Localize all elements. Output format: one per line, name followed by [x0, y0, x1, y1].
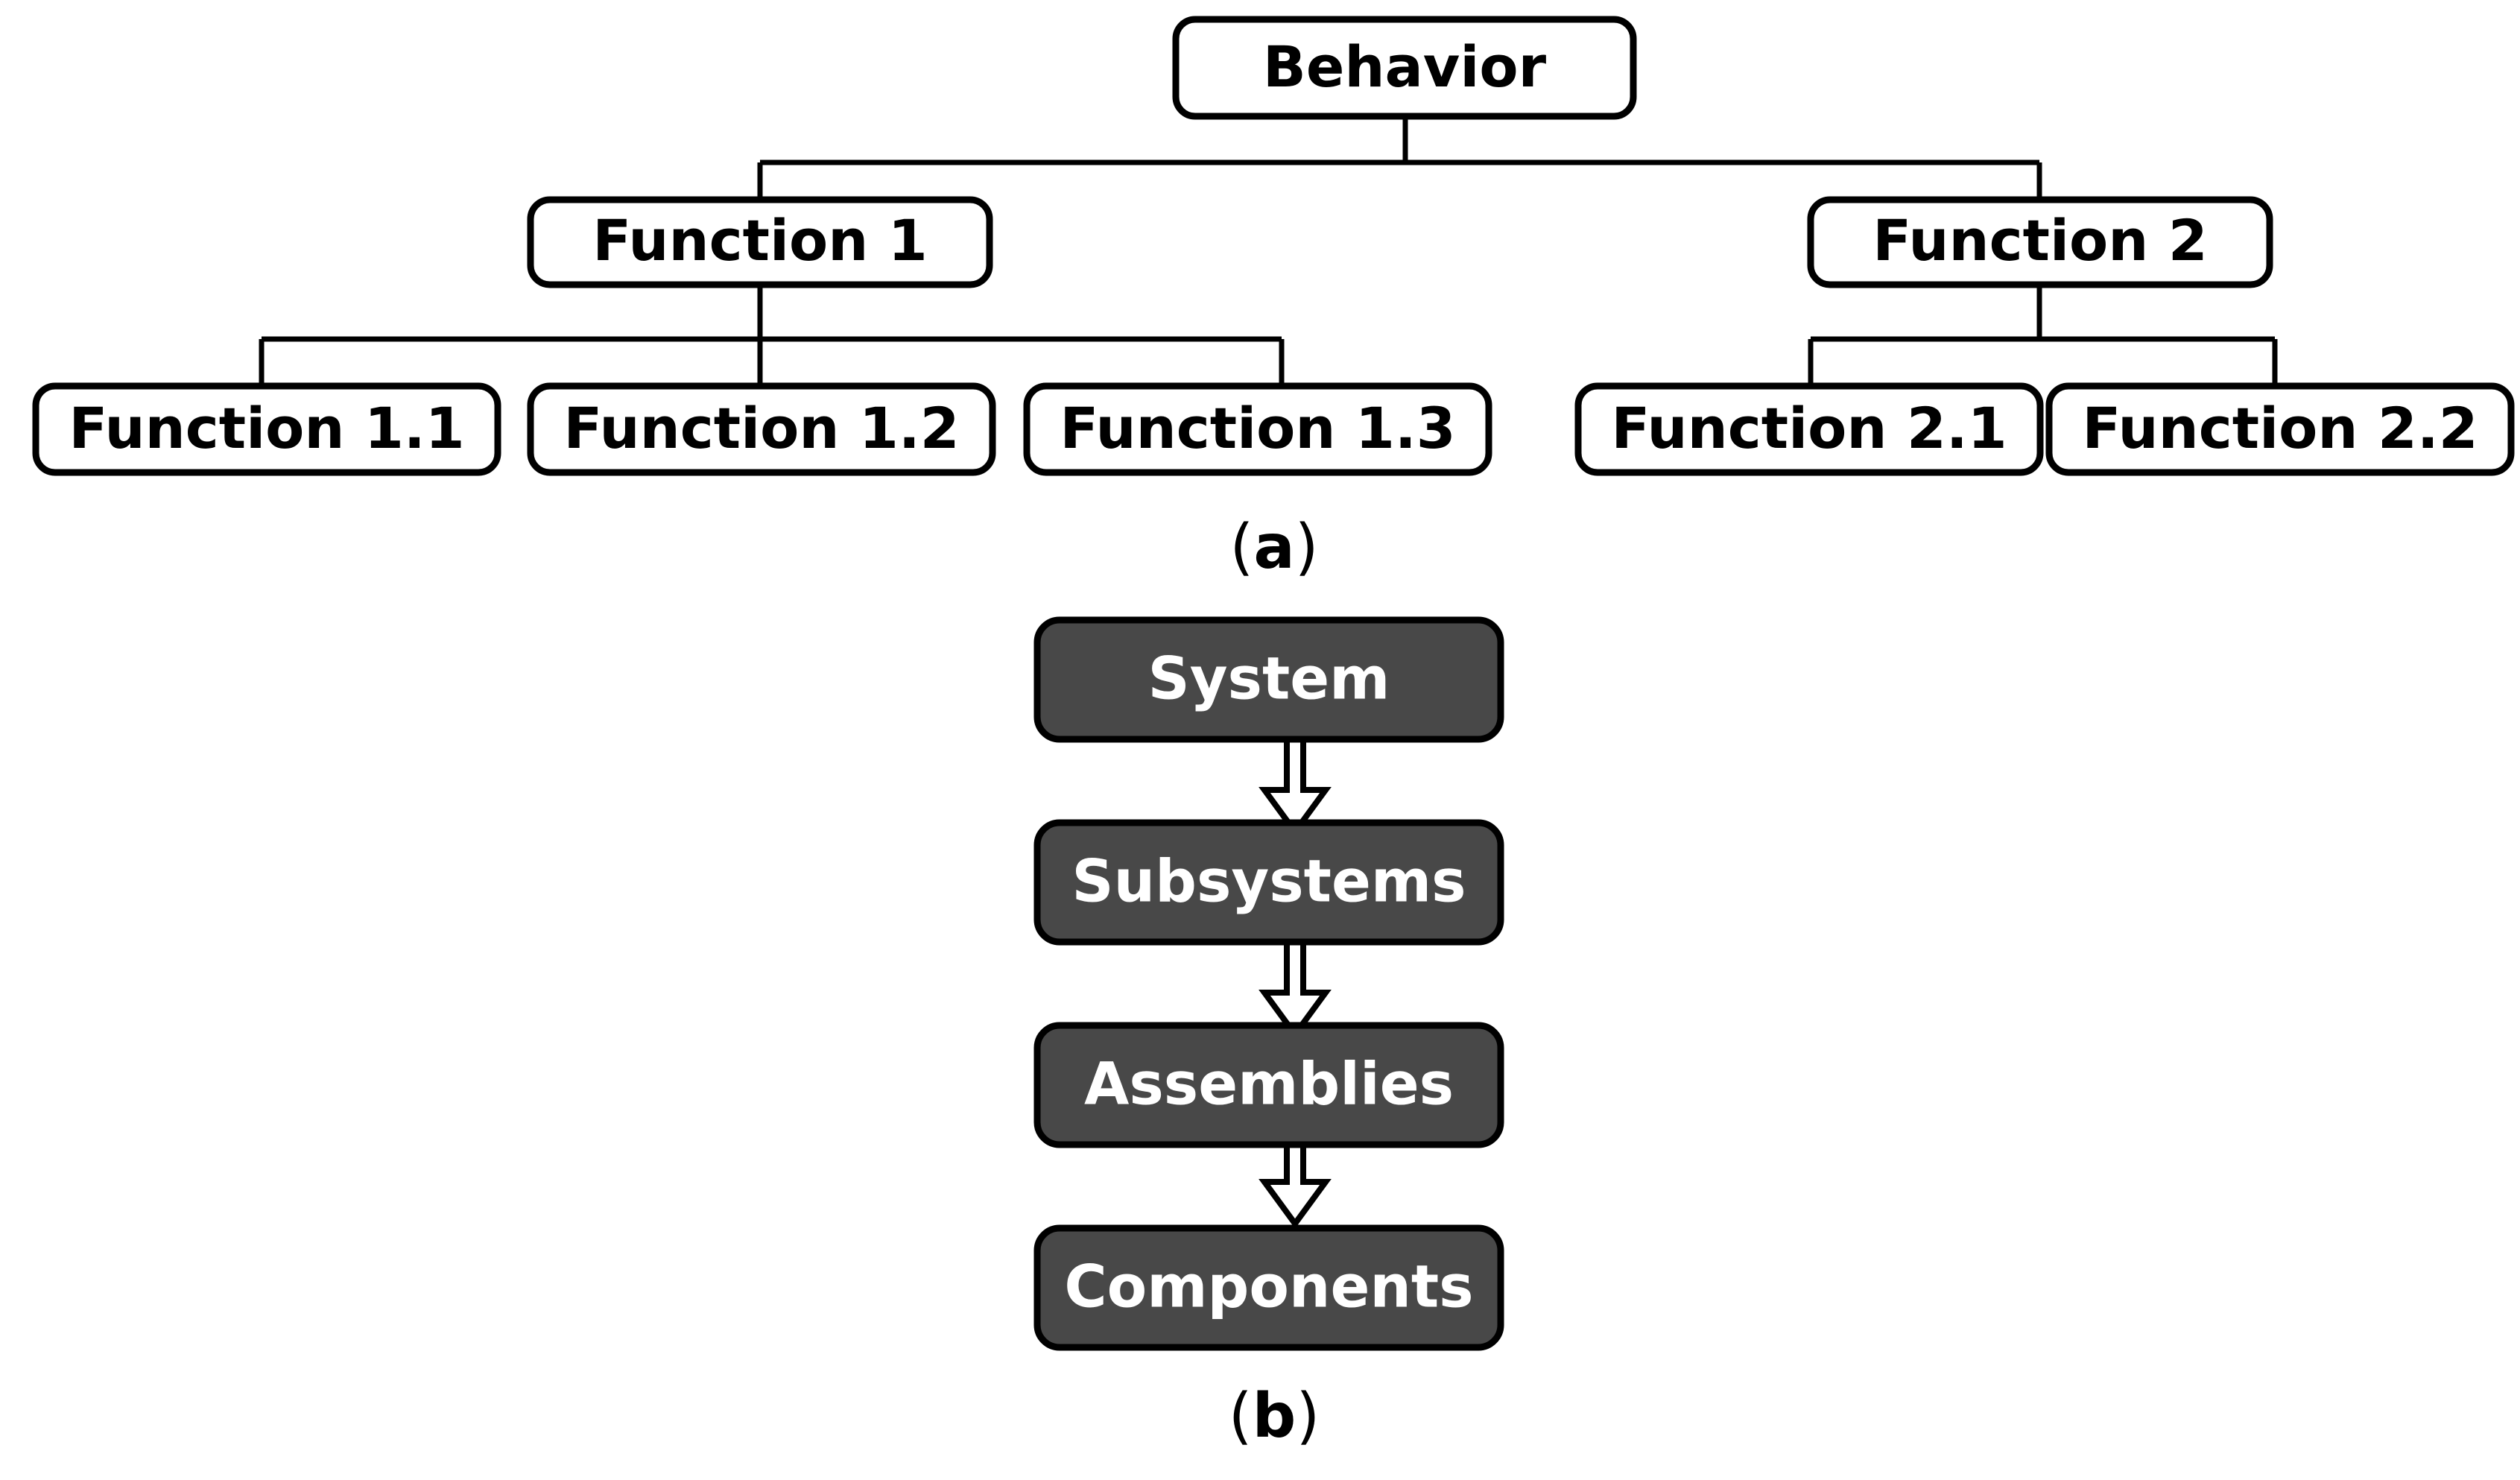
- panel-a-connectors: [259, 116, 2278, 393]
- node-function-2-box[interactable]: [1807, 196, 2273, 288]
- node-function-1-1[interactable]: Function 1.1: [32, 382, 501, 476]
- node-function-2-label: Function 2: [1872, 207, 2207, 273]
- edge-behavior-bus: [757, 116, 2042, 210]
- node-components-box[interactable]: [1033, 1224, 1504, 1351]
- edge-function-2-bus: [1808, 285, 2278, 393]
- edge-function-1-bus: [259, 285, 1285, 393]
- panel-b: System Subsystems Assemblies Components …: [1033, 616, 1504, 1452]
- node-function-1-2-label: Function 1.2: [563, 395, 959, 461]
- node-function-1-1-box[interactable]: [32, 382, 501, 476]
- node-function-1-3-box[interactable]: [1023, 382, 1492, 476]
- arrow-subsystems-to-assemblies: [1259, 937, 1332, 1040]
- node-function-1[interactable]: Function 1: [527, 196, 993, 288]
- caption-a-paren-open: (: [1229, 512, 1253, 583]
- panel-a: Behavior Function 1 Function 2 Function …: [32, 16, 2515, 583]
- node-behavior-box[interactable]: [1172, 16, 1637, 120]
- node-behavior[interactable]: Behavior: [1172, 16, 1637, 120]
- arrow-system-to-subsystems: [1259, 735, 1332, 837]
- node-system-box[interactable]: [1033, 616, 1504, 743]
- node-function-2-1[interactable]: Function 2.1: [1574, 382, 2044, 476]
- caption-a-letter: a: [1253, 512, 1294, 583]
- caption-panel-b: (b): [1229, 1381, 1320, 1452]
- node-subsystems[interactable]: Subsystems: [1033, 819, 1504, 946]
- node-assemblies-box[interactable]: [1033, 1022, 1504, 1148]
- node-behavior-label: Behavior: [1263, 34, 1547, 100]
- node-function-2-1-label: Function 2.1: [1611, 395, 2007, 461]
- node-assemblies[interactable]: Assemblies: [1033, 1022, 1504, 1148]
- node-function-1-label: Function 1: [592, 207, 927, 273]
- node-components-label: Components: [1064, 1253, 1473, 1321]
- caption-b-letter: b: [1253, 1381, 1297, 1452]
- node-function-2-2[interactable]: Function 2.2: [2045, 382, 2515, 476]
- node-components[interactable]: Components: [1033, 1224, 1504, 1351]
- node-function-1-2-box[interactable]: [527, 382, 996, 476]
- node-subsystems-label: Subsystems: [1071, 848, 1466, 915]
- node-function-2-2-box[interactable]: [2045, 382, 2515, 476]
- node-subsystems-box[interactable]: [1033, 819, 1504, 946]
- node-function-1-box[interactable]: [527, 196, 993, 288]
- node-function-1-3-label: Function 1.3: [1060, 395, 1455, 461]
- caption-a-paren-close: ): [1295, 512, 1319, 583]
- caption-panel-a: (a): [1229, 512, 1318, 583]
- node-assemblies-label: Assemblies: [1084, 1051, 1454, 1118]
- node-function-2[interactable]: Function 2: [1807, 196, 2273, 288]
- node-function-1-3[interactable]: Function 1.3: [1023, 382, 1492, 476]
- node-function-1-2[interactable]: Function 1.2: [527, 382, 996, 476]
- node-function-2-1-box[interactable]: [1574, 382, 2044, 476]
- node-function-2-2-label: Function 2.2: [2082, 395, 2478, 461]
- node-system[interactable]: System: [1033, 616, 1504, 743]
- caption-b-paren-open: (: [1229, 1381, 1253, 1452]
- caption-b-paren-close: ): [1296, 1381, 1320, 1452]
- node-function-1-1-label: Function 1.1: [69, 395, 464, 461]
- node-system-label: System: [1148, 645, 1390, 712]
